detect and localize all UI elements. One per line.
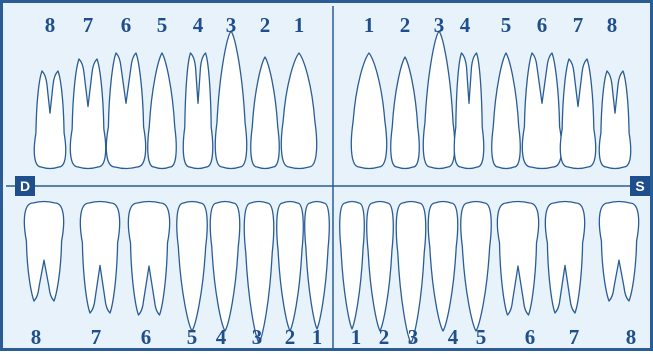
lower-right-tooth-4 [209, 200, 241, 332]
upper-right-tooth-1 [280, 52, 318, 170]
teeth-diagram [6, 6, 653, 351]
lower-right-tooth-7-number: 7 [90, 325, 102, 349]
upper-left-tooth-7 [559, 58, 597, 170]
lower-left-tooth-3 [395, 200, 427, 344]
upper-right-tooth-7 [69, 58, 107, 170]
upper-left-tooth-7-number: 7 [572, 13, 584, 37]
lower-right-tooth-2 [276, 200, 304, 332]
lower-left-tooth-4 [427, 200, 459, 332]
lower-left-tooth-1-number: 1 [350, 325, 362, 349]
lower-left-tooth-5-number: 5 [475, 325, 487, 349]
lower-right-tooth-5-number: 5 [186, 325, 198, 349]
upper-left-tooth-5 [491, 52, 521, 170]
lower-right-tooth-5 [176, 200, 208, 332]
lower-left-tooth-1 [339, 200, 365, 330]
lower-left-tooth-7 [544, 200, 586, 314]
upper-right-tooth-1-number: 1 [293, 13, 305, 37]
upper-right-tooth-3-number: 3 [225, 13, 237, 37]
lower-left-tooth-7-number: 7 [568, 325, 580, 349]
lower-left-tooth-2-number: 2 [378, 325, 390, 349]
upper-right-tooth-4 [182, 52, 214, 170]
lower-right-tooth-3-number: 3 [251, 325, 263, 349]
upper-left-tooth-6 [521, 52, 563, 170]
lower-left-tooth-3-number: 3 [407, 325, 419, 349]
upper-left-tooth-6-number: 6 [536, 13, 548, 37]
upper-right-tooth-2 [250, 56, 280, 170]
upper-right-tooth-2-number: 2 [259, 13, 271, 37]
upper-left-tooth-1-number: 1 [363, 13, 375, 37]
lower-right-tooth-2-number: 2 [284, 325, 296, 349]
left-side-label: S [630, 176, 650, 196]
lower-left-tooth-6 [496, 200, 540, 316]
upper-left-tooth-3 [422, 30, 456, 170]
lower-right-tooth-1-number: 1 [311, 325, 323, 349]
lower-left-tooth-8-number: 8 [625, 325, 637, 349]
upper-right-tooth-7-number: 7 [82, 13, 94, 37]
upper-left-tooth-4 [453, 52, 485, 170]
lower-left-tooth-6-number: 6 [524, 325, 536, 349]
upper-right-tooth-6-number: 6 [120, 13, 132, 37]
lower-right-tooth-1 [304, 200, 330, 330]
upper-left-tooth-3-number: 3 [433, 13, 445, 37]
upper-left-tooth-8 [598, 70, 632, 170]
upper-right-tooth-3 [214, 30, 248, 170]
upper-left-tooth-2-number: 2 [399, 13, 411, 37]
lower-left-tooth-2 [366, 200, 394, 332]
upper-right-tooth-8 [33, 70, 67, 170]
upper-left-tooth-8-number: 8 [606, 13, 618, 37]
upper-right-tooth-4-number: 4 [192, 13, 204, 37]
lower-left-tooth-8 [598, 200, 640, 302]
lower-right-tooth-8 [23, 200, 65, 302]
lower-right-tooth-6-number: 6 [140, 325, 152, 349]
lower-right-tooth-8-number: 8 [30, 325, 42, 349]
lower-right-tooth-3 [243, 200, 275, 344]
right-side-label: D [15, 176, 35, 196]
lower-left-tooth-5 [460, 200, 492, 332]
upper-right-tooth-6 [105, 52, 147, 170]
upper-left-tooth-5-number: 5 [500, 13, 512, 37]
upper-right-tooth-8-number: 8 [44, 13, 56, 37]
upper-right-tooth-5-number: 5 [156, 13, 168, 37]
upper-left-tooth-4-number: 4 [459, 13, 471, 37]
lower-left-tooth-4-number: 4 [447, 325, 459, 349]
lower-right-tooth-4-number: 4 [215, 325, 227, 349]
lower-right-tooth-7 [79, 200, 121, 314]
lower-right-tooth-6 [127, 200, 171, 316]
upper-right-tooth-5 [147, 52, 177, 170]
upper-left-tooth-2 [390, 56, 420, 170]
upper-left-tooth-1 [350, 52, 388, 170]
